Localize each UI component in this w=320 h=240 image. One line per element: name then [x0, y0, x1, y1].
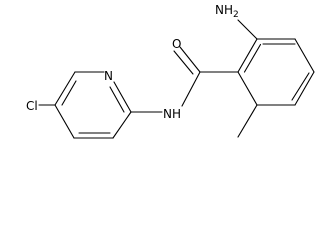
bond-inner: [61, 80, 77, 106]
bond: [54, 104, 75, 139]
bond-carbonyl-double-b: [173, 50, 194, 75]
amine-subscript: 2: [233, 10, 239, 20]
bond-methyl: [237, 104, 258, 138]
benzene-ring: [237, 38, 315, 106]
bond-inner: [109, 86, 125, 113]
bond: [294, 38, 315, 73]
amide-nh-label: NH: [163, 107, 181, 121]
bond-inner: [291, 72, 310, 101]
pyridine-ring: [54, 71, 132, 139]
chloro-label: Cl: [26, 99, 38, 113]
structure-diagram: NH2 O NH N Cl: [26, 3, 315, 139]
bond-amine: [237, 19, 258, 40]
amine-label: NH2: [215, 3, 239, 20]
bond: [294, 71, 315, 106]
bond: [237, 71, 258, 106]
bond: [113, 81, 132, 113]
bond: [237, 38, 258, 73]
bond: [54, 71, 76, 106]
bond-carbonyl-double-a: [179, 46, 201, 73]
bond: [112, 111, 132, 139]
pyridine-n-label: N: [104, 69, 113, 83]
bond-carbonyl-nh: [181, 71, 201, 107]
bond-inner: [243, 43, 262, 73]
carbonyl-oxygen-label: O: [172, 37, 181, 51]
